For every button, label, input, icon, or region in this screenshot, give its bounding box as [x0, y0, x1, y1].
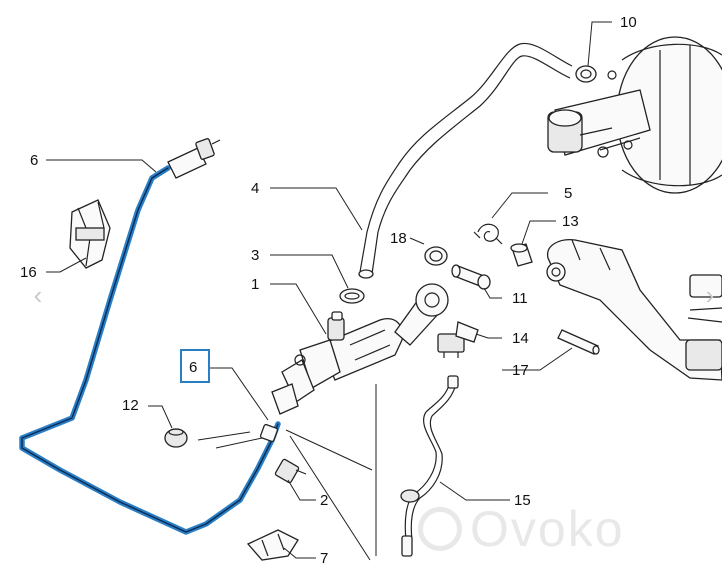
callout-4: 4 [251, 180, 259, 197]
clip-5 [473, 223, 503, 245]
clutch-pedal [546, 239, 722, 381]
sensor-cable-15 [400, 375, 459, 557]
callout-6-highlight-box [180, 349, 210, 383]
pin-11 [451, 264, 491, 290]
callout-5: 5 [564, 185, 572, 202]
clip-16 [69, 199, 111, 269]
switch-14 [437, 321, 479, 358]
clutch-master-cylinder [271, 283, 449, 415]
callout-3: 3 [251, 247, 259, 264]
grommet-12 [164, 428, 188, 448]
bracket-7 [246, 529, 299, 561]
callout-18: 18 [390, 230, 407, 247]
callout-15: 15 [514, 492, 531, 509]
previous-image-arrow-icon[interactable]: ‹ [33, 279, 43, 310]
brake-booster [547, 36, 722, 194]
callout-12: 12 [122, 397, 139, 414]
fitting-2 [274, 458, 307, 484]
clamp-10 [575, 65, 597, 83]
next-image-arrow-icon[interactable]: › [705, 279, 715, 310]
leader-lines [46, 21, 612, 561]
callout-6-top: 6 [30, 152, 38, 169]
callout-14: 14 [512, 330, 529, 347]
callout-2: 2 [320, 492, 328, 509]
hydraulic-line-6 [19, 138, 281, 535]
callout-1: 1 [251, 276, 259, 293]
callout-10: 10 [620, 14, 637, 31]
callout-13: 13 [562, 213, 579, 230]
o-ring-18 [424, 246, 448, 266]
vacuum-hose [358, 42, 573, 279]
callout-11: 11 [512, 290, 528, 307]
callout-7: 7 [320, 550, 328, 567]
callout-17: 17 [512, 362, 529, 379]
callout-labels: 6 16 6 12 4 3 1 2 7 18 5 13 11 14 17 15 … [20, 14, 637, 567]
callout-6-highlighted: 6 [189, 359, 197, 376]
pin-17 [557, 329, 600, 355]
clamp-3 [339, 288, 365, 304]
bushing-13 [510, 243, 533, 267]
callout-16: 16 [20, 264, 37, 281]
